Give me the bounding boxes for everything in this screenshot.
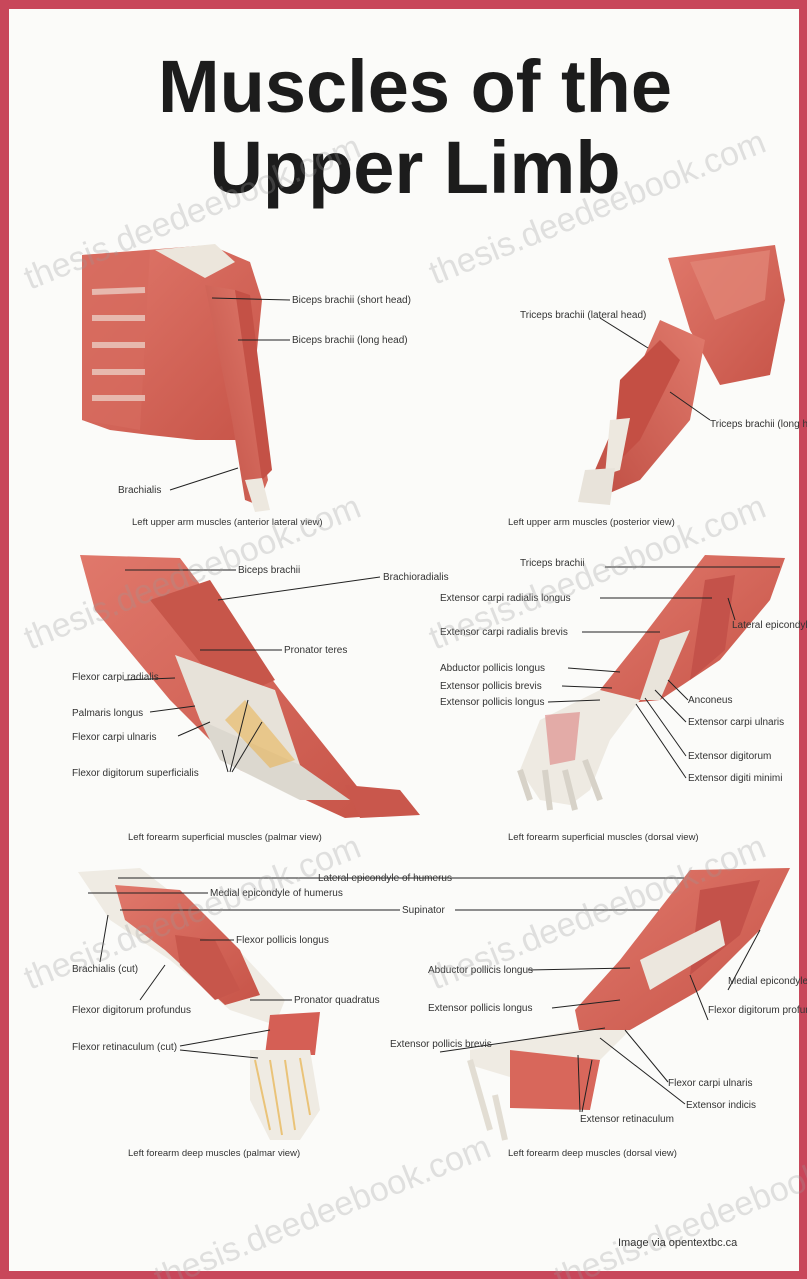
label-biceps-short-head: Biceps brachii (short head) [292, 295, 411, 306]
label-extensor-indicis: Extensor indicis [686, 1100, 756, 1111]
label-anconeus: Anconeus [688, 695, 732, 706]
label-extensor-digitorum: Extensor digitorum [688, 751, 771, 762]
label-extensor-retinaculum: Extensor retinaculum [580, 1114, 674, 1125]
label-palmaris-longus: Palmaris longus [72, 708, 143, 719]
label-flexor-retinaculum-cut: Flexor retinaculum (cut) [72, 1042, 177, 1053]
pointer-line [600, 1038, 685, 1104]
label-extensor-pollicis-longus: Extensor pollicis longus [440, 697, 545, 708]
title-line-1: Muscles of the [158, 45, 672, 128]
caption-panel-3: Left forearm superficial muscles (palmar… [128, 832, 322, 843]
pointer-line [180, 1050, 258, 1058]
label-brachioradialis: Brachioradialis [383, 572, 449, 583]
label-flexor-carpi-ulnaris: Flexor carpi ulnaris [72, 732, 156, 743]
label-extensor-pollicis-brevis: Extensor pollicis brevis [440, 681, 542, 692]
pointer-line [170, 468, 238, 490]
panel-upper-arm-anterior: Biceps brachii (short head) Biceps brach… [82, 244, 411, 528]
caption-panel-6: Left forearm deep muscles (dorsal view) [508, 1148, 677, 1159]
label-pronator-quadratus: Pronator quadratus [294, 995, 380, 1006]
label-flexor-carpi-ulnaris-deep: Flexor carpi ulnaris [668, 1078, 752, 1089]
label-extensor-pollicis-longus-deep: Extensor pollicis longus [428, 1003, 533, 1014]
label-triceps-lateral-head: Triceps brachii (lateral head) [520, 310, 646, 321]
caption-panel-4: Left forearm superficial muscles (dorsal… [508, 832, 699, 843]
label-flexor-digitorum-profundus-palmar: Flexor digitorum profundus [72, 1005, 191, 1016]
pointer-line [600, 318, 648, 348]
label-medial-epicondyle-humerus-dorsal: Medial epicondyle of humerus [728, 976, 807, 987]
label-extensor-pollicis-brevis-deep: Extensor pollicis brevis [390, 1039, 492, 1050]
upper-arm-posterior-illustration [578, 245, 785, 505]
label-flexor-pollicis-longus: Flexor pollicis longus [236, 935, 329, 946]
label-lateral-epicondyle-humerus-deep: Lateral epicondyle of humerus [318, 873, 452, 884]
label-triceps-long-head: Triceps brachii (long head) [710, 419, 807, 430]
pointer-line [180, 1030, 270, 1046]
label-pronator-teres: Pronator teres [284, 645, 347, 656]
label-supinator: Supinator [402, 905, 445, 916]
caption-panel-2: Left upper arm muscles (posterior view) [508, 517, 675, 528]
label-flexor-digitorum-profundus-dorsal: Flexor digitorum profundus [708, 1005, 807, 1016]
label-flexor-carpi-radialis: Flexor carpi radialis [72, 672, 159, 683]
caption-panel-5: Left forearm deep muscles (palmar view) [128, 1148, 300, 1159]
pointer-line [140, 965, 165, 1000]
upper-arm-anterior-illustration [82, 244, 272, 512]
image-credit: Image via opentextbc.ca [618, 1237, 738, 1249]
label-extensor-digiti-minimi: Extensor digiti minimi [688, 773, 782, 784]
panel-upper-arm-posterior: Triceps brachii (lateral head) Triceps b… [508, 245, 807, 528]
label-abductor-pollicis-longus: Abductor pollicis longus [440, 663, 545, 674]
label-lateral-epicondyle-humerus: Lateral epicondyle of humerus [732, 620, 807, 631]
label-flexor-digitorum-superficialis: Flexor digitorum superficialis [72, 768, 199, 779]
label-biceps-long-head: Biceps brachii (long head) [292, 335, 408, 346]
pointer-line [655, 690, 686, 722]
pointer-line [568, 668, 620, 672]
pointer-line [636, 704, 686, 778]
label-extensor-carpi-ulnaris: Extensor carpi ulnaris [688, 717, 784, 728]
pointer-line [218, 577, 380, 600]
label-brachialis: Brachialis [118, 485, 161, 496]
